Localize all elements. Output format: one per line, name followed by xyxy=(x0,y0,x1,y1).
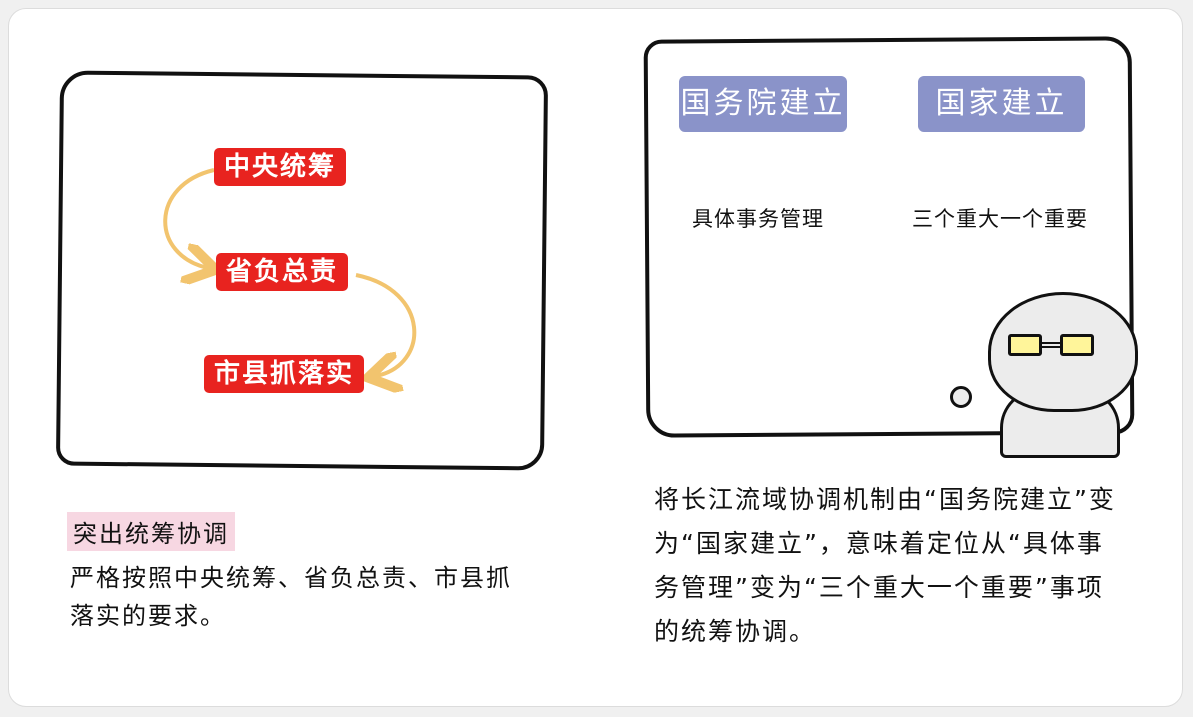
text-three-major: 三个重大一个重要 xyxy=(912,207,1088,231)
box-national: 国家建立 xyxy=(918,76,1085,132)
glasses-bridge xyxy=(1042,342,1060,348)
text-specific-affairs: 具体事务管理 xyxy=(692,207,824,231)
glasses-right-lens xyxy=(1060,334,1094,356)
right-caption: 将长江流域协调机制由“国务院建立”变为“国家建立”，意味着定位从“具体事务管理”… xyxy=(654,485,1116,646)
caption-title: 突出统筹协调 xyxy=(67,512,235,551)
character-hand xyxy=(950,386,972,408)
flow-step-city: 市县抓落实 xyxy=(204,355,365,393)
flow-step-province: 省负总责 xyxy=(216,253,349,291)
flow-step-central: 中央统筹 xyxy=(214,148,347,186)
caption-body: 严格按照中央统筹、省负总责、市县抓落实的要求。 xyxy=(70,564,512,630)
glasses-left-lens xyxy=(1008,334,1042,356)
box-state-council: 国务院建立 xyxy=(679,76,847,132)
